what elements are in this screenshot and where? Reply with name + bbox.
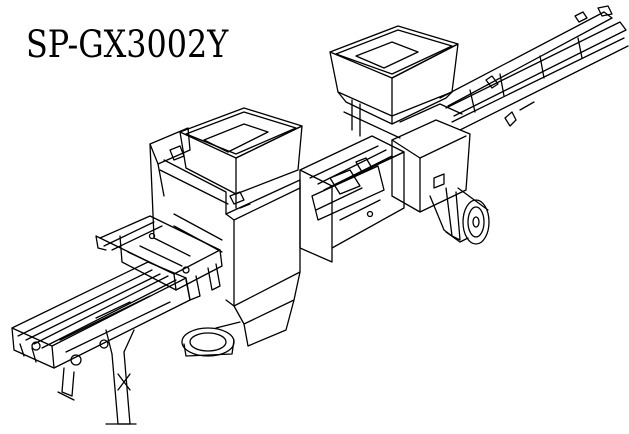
model-number-title: SP-GX3002Y [26,23,229,66]
lower-left-conveyor [12,262,190,368]
left-seeder-head [96,216,222,300]
left-hopper [180,108,302,208]
lower-left-legs [58,330,136,424]
right-hopper [330,26,458,138]
right-legs-and-wheel [430,188,489,244]
left-cabinet [150,128,300,306]
left-funnel-base [182,272,300,356]
middle-conveyor [300,136,404,262]
upper-right-conveyor [440,6,628,130]
right-drive-box [392,104,470,212]
